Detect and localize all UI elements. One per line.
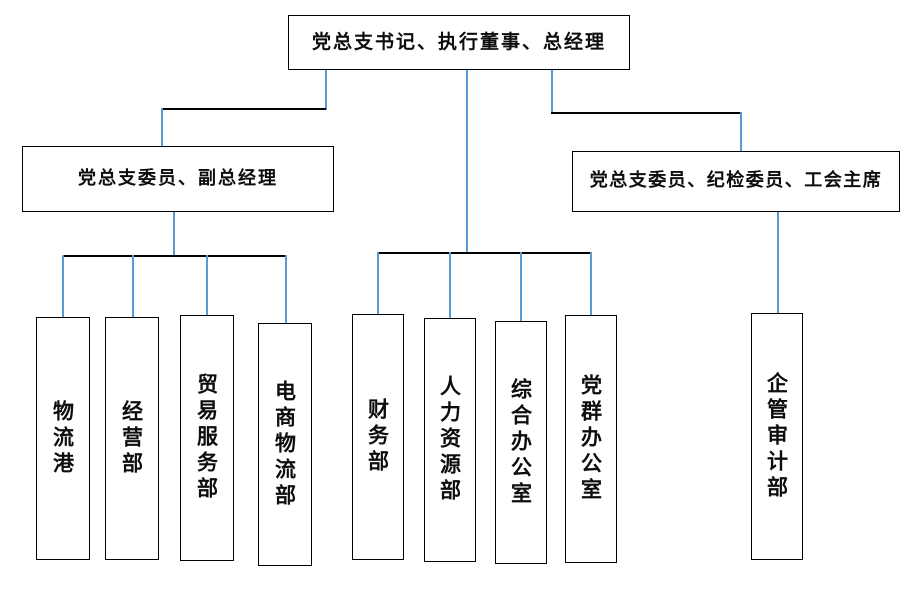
connector-center-group-drop-2 [449, 252, 451, 318]
node-trade-service-dept[interactable]: 贸易服务部 [180, 315, 234, 561]
node-enterprise-audit-dept-label: 企管审计部 [764, 371, 790, 502]
connector-right-group-drop [777, 212, 779, 313]
node-operations-dept[interactable]: 经营部 [105, 317, 159, 560]
connector-root-to-right-vertical [551, 70, 553, 113]
node-deputy-gm[interactable]: 党总支委员、副总经理 [22, 146, 334, 212]
node-ecommerce-logistics-dept-label: 电商物流部 [272, 379, 298, 510]
node-operations-dept-label: 经营部 [119, 399, 145, 478]
connector-left-group-drop-1 [62, 255, 64, 317]
node-hr-dept[interactable]: 人力资源部 [424, 318, 476, 562]
node-ecommerce-logistics-dept[interactable]: 电商物流部 [258, 323, 312, 566]
node-root[interactable]: 党总支书记、执行董事、总经理 [288, 15, 630, 70]
connector-center-group-drop-3 [520, 252, 522, 321]
connector-center-group-drop-1 [377, 252, 379, 314]
node-finance-dept-label: 财务部 [365, 398, 391, 476]
connector-right-horizontal [551, 112, 741, 114]
connector-right-drop [740, 112, 742, 151]
node-party-mass-office[interactable]: 党群办公室 [565, 315, 617, 563]
node-enterprise-audit-dept[interactable]: 企管审计部 [751, 313, 803, 560]
connector-left-group-drop-2 [132, 255, 134, 317]
node-trade-service-dept-label: 贸易服务部 [194, 373, 220, 503]
connector-left-horizontal [161, 108, 326, 110]
connector-root-to-left-vertical [325, 70, 327, 110]
node-logistics-port-label: 物流港 [50, 399, 76, 478]
node-general-office[interactable]: 综合办公室 [495, 321, 547, 564]
connector-root-center-vertical [466, 70, 468, 253]
connector-center-group-bar [377, 252, 591, 254]
connector-center-group-drop-4 [590, 252, 592, 315]
connector-left-group-stem [173, 212, 175, 256]
node-logistics-port[interactable]: 物流港 [36, 317, 90, 560]
node-general-office-label: 综合办公室 [508, 377, 534, 508]
node-finance-dept[interactable]: 财务部 [352, 314, 404, 560]
connector-left-group-drop-3 [206, 255, 208, 315]
node-discipline-union-label: 党总支委员、纪检委员、工会主席 [589, 170, 883, 192]
node-discipline-union[interactable]: 党总支委员、纪检委员、工会主席 [572, 151, 900, 212]
node-deputy-gm-label: 党总支委员、副总经理 [78, 167, 278, 189]
connector-left-group-drop-4 [285, 255, 287, 323]
node-hr-dept-label: 人力资源部 [437, 375, 463, 505]
node-party-mass-office-label: 党群办公室 [578, 374, 604, 504]
connector-left-group-bar [62, 255, 286, 257]
node-root-label: 党总支书记、执行董事、总经理 [311, 30, 606, 53]
connector-left-drop [161, 108, 163, 146]
